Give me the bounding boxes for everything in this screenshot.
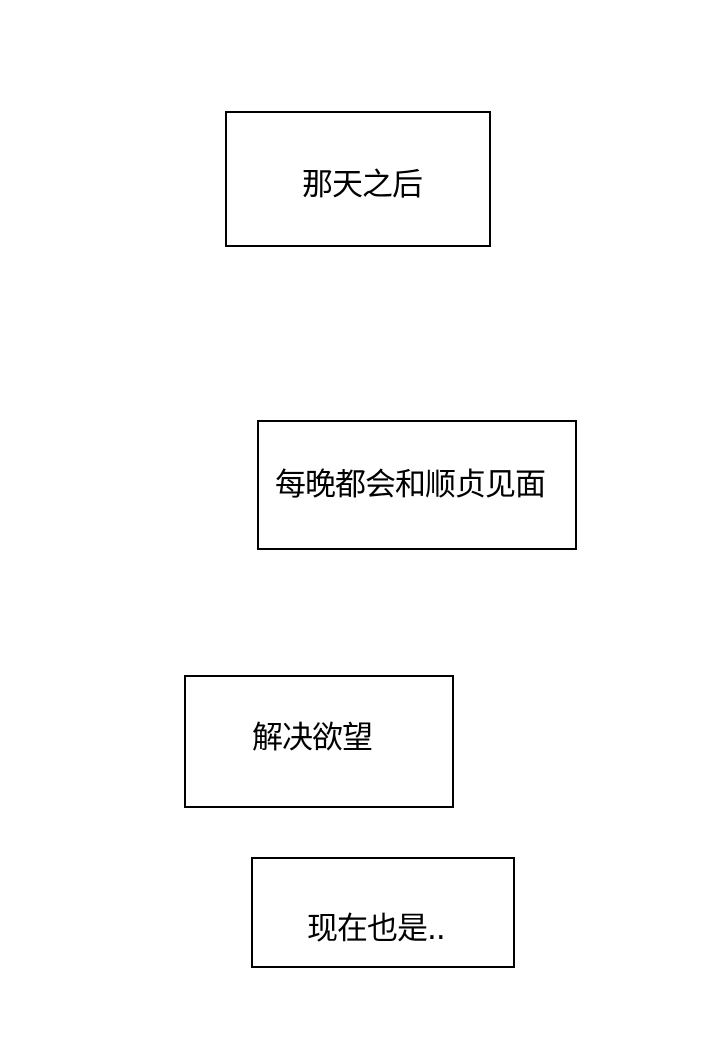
narration-box-2: 每晚都会和顺贞见面: [257, 420, 577, 550]
narration-text-2: 每晚都会和顺贞见面: [275, 467, 546, 503]
narration-text-3: 解决欲望: [252, 720, 373, 756]
narration-box-1: 那天之后: [225, 111, 491, 247]
narration-text-1: 那天之后: [302, 167, 423, 203]
narration-text-4: 现在也是..: [307, 911, 446, 947]
narration-box-4: 现在也是..: [251, 857, 515, 968]
narration-box-3: 解决欲望: [184, 675, 454, 808]
